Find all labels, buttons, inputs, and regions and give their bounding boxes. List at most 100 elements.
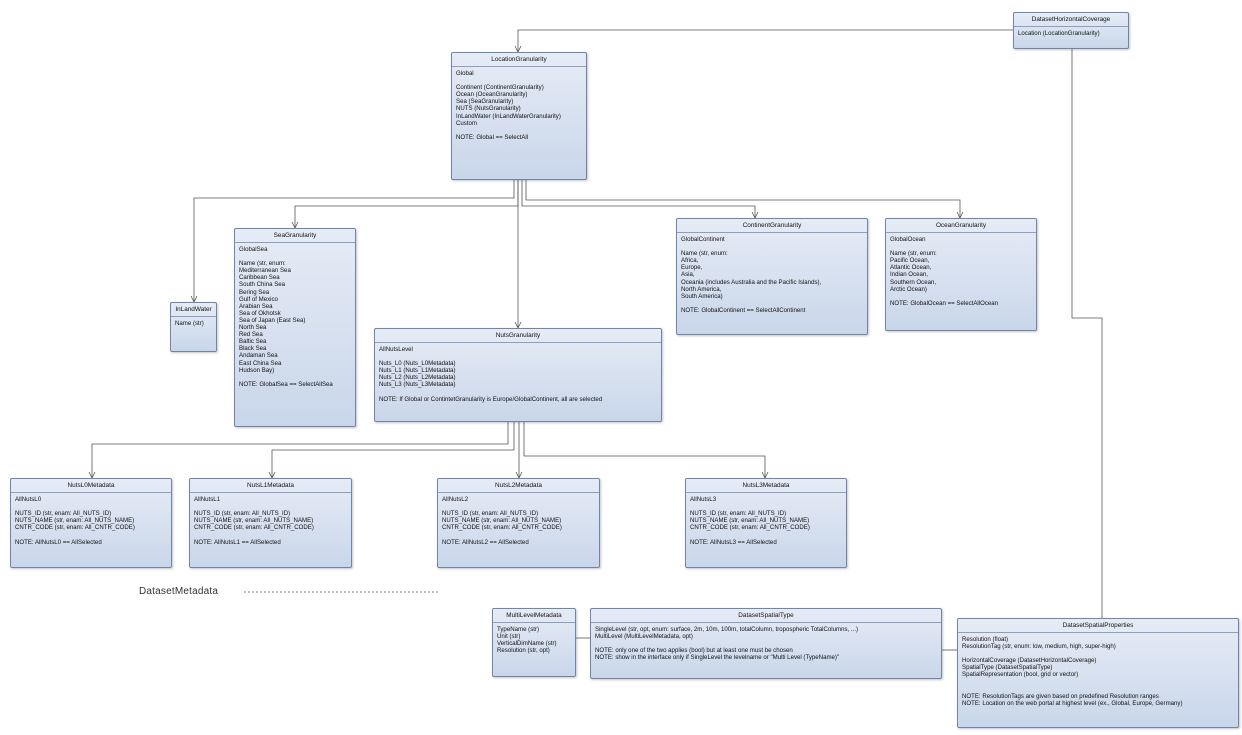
attribute-line: Continent (ContinentGranularity) <box>456 84 544 92</box>
attribute-spacer <box>456 127 582 134</box>
attribute-line: NOTE: ResolutionTags are given based on … <box>962 692 1159 700</box>
attribute-line: Mediterranean Sea <box>239 267 291 275</box>
attribute-spacer <box>194 531 347 538</box>
attribute-line: SpatialType (DatasetSpatialType) <box>962 664 1053 672</box>
attribute-line: SpatialRepresentation (bool, grid or vec… <box>962 671 1079 679</box>
connector-location-to-inland-water <box>193 180 515 302</box>
attribute-spacer <box>239 374 351 381</box>
class-title: NutsL2Metadata <box>438 479 599 493</box>
attribute-line: Sea of Okhotsk <box>239 309 281 317</box>
attribute-line: NOTE: AllNutsL0 == AllSelected <box>15 538 102 546</box>
attribute-line: Sea of Japan (East Sea) <box>239 316 306 324</box>
attribute-line: NOTE: AllNutsL1 == AllSelected <box>194 538 281 546</box>
attribute-line: Location (LocationGranularity) <box>1018 30 1100 37</box>
attribute-line: NOTE: AllNutsL3 == AllSelected <box>690 538 777 546</box>
attribute-line: Gulf of Mexico <box>239 295 278 303</box>
attribute-line: InLandWater (InLandWaterGranularity) <box>456 112 561 120</box>
attribute-line: Arabian Sea <box>239 302 273 310</box>
class-title: DatasetSpatialProperties <box>958 619 1238 633</box>
class-title: OceanGranularity <box>886 219 1036 233</box>
attribute-line: South America) <box>681 292 723 300</box>
attribute-line: NUTS_NAME (str, enam: All_NUTS_NAME) <box>442 517 562 525</box>
attribute-line: Arctic Ocean) <box>890 285 927 293</box>
attribute-line: Custom <box>456 119 477 127</box>
attribute-line: East China Sea <box>239 359 282 367</box>
attribute-spacer <box>379 353 657 360</box>
attribute-line: Global <box>456 70 474 77</box>
class-attributes: Resolution (float)ResolutionTag (str, en… <box>958 633 1238 710</box>
attribute-spacer <box>379 389 657 396</box>
attribute-line: NUTS (NutsGranularity) <box>456 105 521 113</box>
class-title: InLandWater <box>171 303 216 317</box>
attribute-line: Name (str, enum: <box>890 250 937 258</box>
attribute-line: NOTE: show in the interface only if Sing… <box>595 654 840 662</box>
attribute-spacer <box>962 679 1234 686</box>
attribute-line: Baltic Sea <box>239 338 267 346</box>
attribute-line: ResolutionTag (str, enum: low, medium, h… <box>962 643 1116 651</box>
attribute-spacer <box>15 531 167 538</box>
connector-location-to-sea <box>294 180 519 228</box>
attribute-line: CNTR_CODE (str, enam: All_CNTR_CODE) <box>194 524 314 532</box>
attribute-line: CNTR_CODE (str, enam: All_CNTR_CODE) <box>442 524 562 532</box>
attribute-line: AllNutsL0 <box>15 496 42 503</box>
class-title: ContinentGranularity <box>677 219 867 233</box>
attribute-line: Bering Sea <box>239 288 270 296</box>
class-attributes: Name (str) <box>171 317 216 330</box>
attribute-spacer <box>890 243 1032 250</box>
attribute-spacer <box>595 640 937 647</box>
attribute-spacer <box>442 503 595 510</box>
attribute-line: Name (str) <box>175 320 204 327</box>
attribute-line: Black Sea <box>239 345 267 353</box>
attribute-spacer <box>690 531 842 538</box>
connector-nuts-to-l0 <box>91 422 509 478</box>
attribute-line: Southern Ocean, <box>890 278 937 286</box>
attribute-line: NOTE: AllNutsL2 == AllSelected <box>442 538 529 546</box>
attribute-spacer <box>890 293 1032 300</box>
attribute-line: CNTR_CODE (str, enam: All_CNTR_CODE) <box>15 524 135 532</box>
attribute-line: Sea (SeaGranularity) <box>456 98 514 106</box>
attribute-line: Nuts_L3 (Nuts_L3Metadata) <box>379 381 456 389</box>
attribute-spacer <box>962 650 1234 657</box>
attribute-line: AllNutsL3 <box>690 496 717 503</box>
attribute-line: Atlantic Ocean, <box>890 264 932 272</box>
class-title: MultiLevelMetadata <box>493 609 575 623</box>
attribute-line: Resolution (float) <box>962 636 1009 643</box>
attribute-line: Name (str, enum: <box>239 260 286 268</box>
attribute-line: Nuts_L0 (Nuts_L0Metadata) <box>379 360 456 368</box>
attribute-line: GlobalSea <box>239 246 268 253</box>
attribute-line: Indian Ocean, <box>890 271 928 279</box>
attribute-line: NUTS_NAME (str, enam: All_NUTS_NAME) <box>194 517 314 525</box>
attribute-line: Ocean (OceanGranularity) <box>456 91 528 99</box>
attribute-spacer <box>690 503 842 510</box>
class-attributes: TypeName (str)Unit (str)VerticalDimName … <box>493 623 575 657</box>
attribute-line: NOTE: Global == SelectAll <box>456 133 529 141</box>
attribute-line: MultiLevel (MultiLevelMetadata, opt) <box>595 633 693 641</box>
attribute-line: HorizontalCoverage (DatasetHorizontalCov… <box>962 657 1097 665</box>
attribute-line: NUTS_ID (str, enam: All_NUTS_ID) <box>15 510 112 518</box>
attribute-line: Pacific Ocean, <box>890 257 930 265</box>
attribute-line: North America, <box>681 285 722 293</box>
attribute-line: Red Sea <box>239 331 263 339</box>
attribute-line: NUTS_NAME (str, enam: All_NUTS_NAME) <box>15 517 135 525</box>
attribute-line: NOTE: Location on the web portal at high… <box>962 699 1183 707</box>
